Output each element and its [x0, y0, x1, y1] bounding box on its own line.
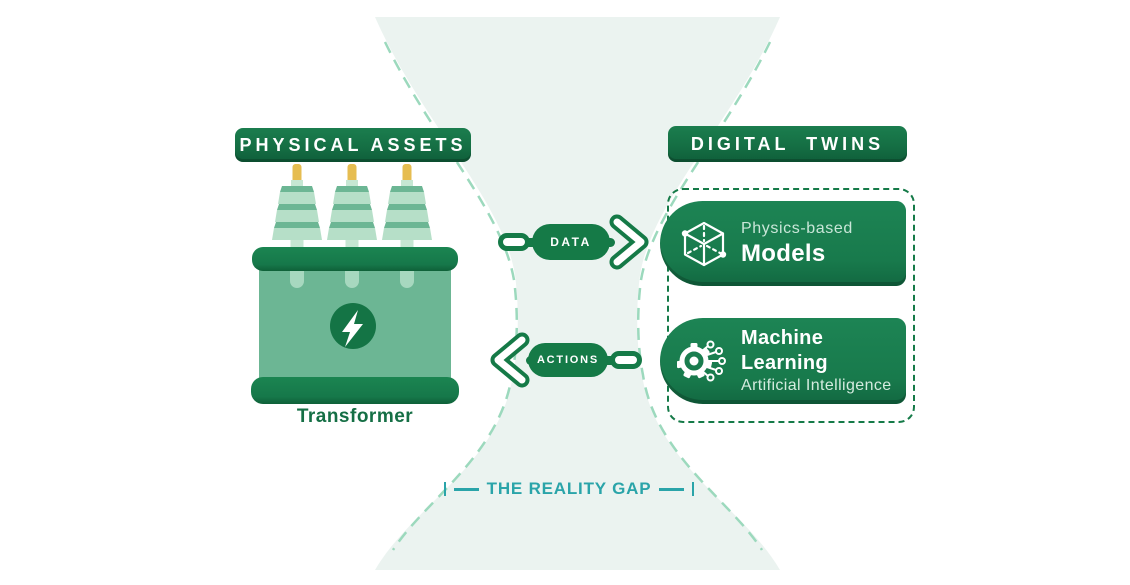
machine-learning-card: Machine Learning Artificial Intelligence: [660, 318, 906, 404]
insulator-pin: [292, 164, 302, 184]
bracket-right-cap: [691, 482, 694, 496]
bracket-right-line: [659, 487, 684, 491]
digital-twins-container: [667, 188, 915, 423]
models-card: Physics-based Models: [660, 201, 906, 286]
insulator: [327, 164, 377, 264]
arrow-left-icon: [490, 332, 530, 388]
bracket-left-cap: [444, 482, 447, 496]
arrow-right-icon: [609, 214, 649, 270]
ml-card-title: Machine Learning: [741, 327, 828, 374]
transformer-top-rail: [252, 247, 458, 271]
reality-gap-label: THE REALITY GAP: [444, 478, 694, 500]
actions-label-pill: ACTIONS: [528, 343, 608, 377]
physical-assets-banner: PHYSICAL ASSETS: [235, 128, 471, 162]
digital-twins-banner: DIGITAL TWINS: [668, 126, 907, 162]
actions-label: ACTIONS: [536, 354, 600, 366]
models-card-subtitle: Physics-based: [741, 219, 853, 237]
arrow-tail: [610, 351, 642, 369]
actions-flow-arrow: ACTIONS: [486, 332, 642, 388]
reality-gap-text: THE REALITY GAP: [486, 479, 652, 498]
insulator: [382, 164, 432, 264]
transformer-caption: Transformer: [296, 406, 414, 427]
transformer-illustration: [251, 164, 459, 404]
ml-card-subtitle: Artificial Intelligence: [741, 377, 892, 394]
cube-wireframe-icon: [677, 217, 731, 271]
models-card-title: Models: [741, 239, 826, 267]
arrow-tail: [498, 233, 530, 251]
insulator: [272, 164, 322, 264]
data-label-pill: DATA: [532, 224, 610, 260]
data-label: DATA: [550, 235, 592, 249]
physical-assets-title: PHYSICAL ASSETS: [239, 134, 467, 155]
bracket-left-line: [454, 487, 479, 491]
data-flow-arrow: DATA: [498, 214, 653, 270]
digital-twins-title: DIGITAL TWINS: [690, 133, 885, 154]
gear-network-icon: [675, 334, 731, 388]
transformer-base: [251, 377, 459, 404]
lightning-bolt-icon: [342, 310, 363, 347]
